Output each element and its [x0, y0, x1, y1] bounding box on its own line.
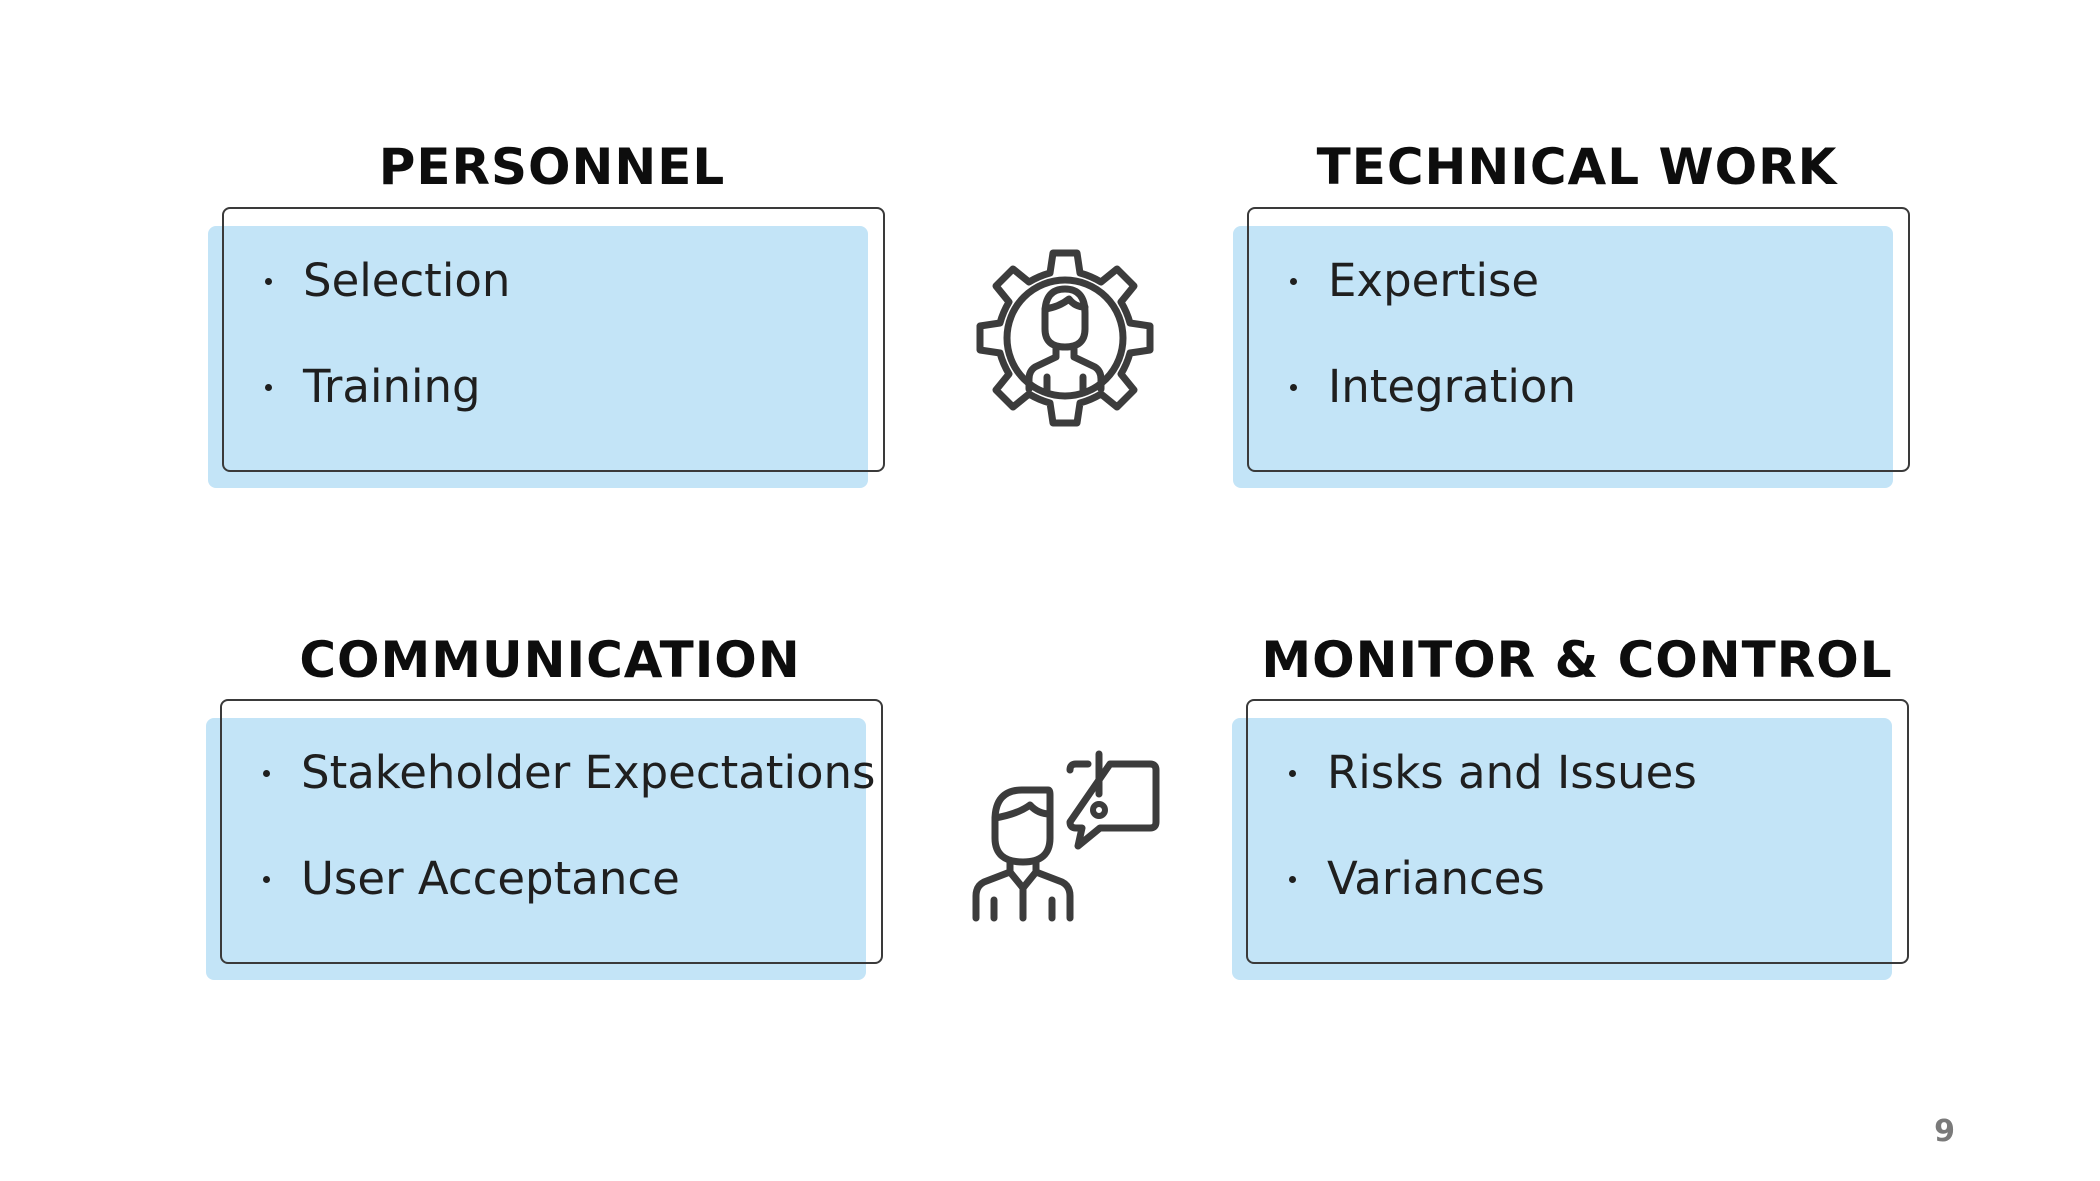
- bullet-list: Risks and Issues Variances: [1289, 750, 1697, 962]
- section-title: COMMUNICATION: [299, 631, 801, 689]
- list-item: Training: [265, 364, 510, 470]
- bullet-list: Stakeholder Expectations User Acceptance: [263, 750, 875, 962]
- list-item: User Acceptance: [263, 856, 875, 962]
- list-item-label: Expertise: [1328, 254, 1540, 307]
- list-item-label: Risks and Issues: [1327, 746, 1697, 799]
- bullet-icon: [265, 384, 272, 391]
- bullet-icon: [1289, 770, 1296, 777]
- section-title: MONITOR & CONTROL: [1261, 631, 1893, 689]
- list-item: Selection: [265, 258, 510, 364]
- list-item-label: Integration: [1328, 360, 1576, 413]
- card-background: [1232, 718, 1892, 980]
- bullet-list: Selection Training: [265, 258, 510, 470]
- list-item: Expertise: [1290, 258, 1576, 364]
- card-outline: [222, 207, 885, 472]
- card-background: [206, 718, 866, 980]
- section-title: PERSONNEL: [378, 138, 726, 196]
- list-item-label: User Acceptance: [301, 852, 680, 905]
- section-title: TECHNICAL WORK: [1316, 138, 1838, 196]
- person-in-gear-icon: [963, 237, 1167, 441]
- list-item: Risks and Issues: [1289, 750, 1697, 856]
- list-item: Integration: [1290, 364, 1576, 470]
- list-item-label: Training: [303, 360, 481, 413]
- card-outline: [220, 699, 883, 964]
- card-background: [208, 226, 868, 488]
- card-outline: [1246, 699, 1909, 964]
- bullet-icon: [1289, 876, 1296, 883]
- bullet-list: Expertise Integration: [1290, 258, 1576, 470]
- list-item: Variances: [1289, 856, 1697, 962]
- bullet-icon: [263, 770, 270, 777]
- bullet-icon: [263, 876, 270, 883]
- list-item-label: Stakeholder Expectations: [301, 746, 876, 799]
- list-item-label: Selection: [303, 254, 511, 307]
- bullet-icon: [1290, 384, 1297, 391]
- bullet-icon: [265, 278, 272, 285]
- list-item: Stakeholder Expectations: [263, 750, 875, 856]
- card-outline: [1247, 207, 1910, 472]
- bullet-icon: [1290, 278, 1297, 285]
- card-background: [1233, 226, 1893, 488]
- person-with-alert-speech-bubble-icon: [970, 750, 1160, 930]
- page-number: 9: [1934, 1114, 1955, 1149]
- list-item-label: Variances: [1327, 852, 1545, 905]
